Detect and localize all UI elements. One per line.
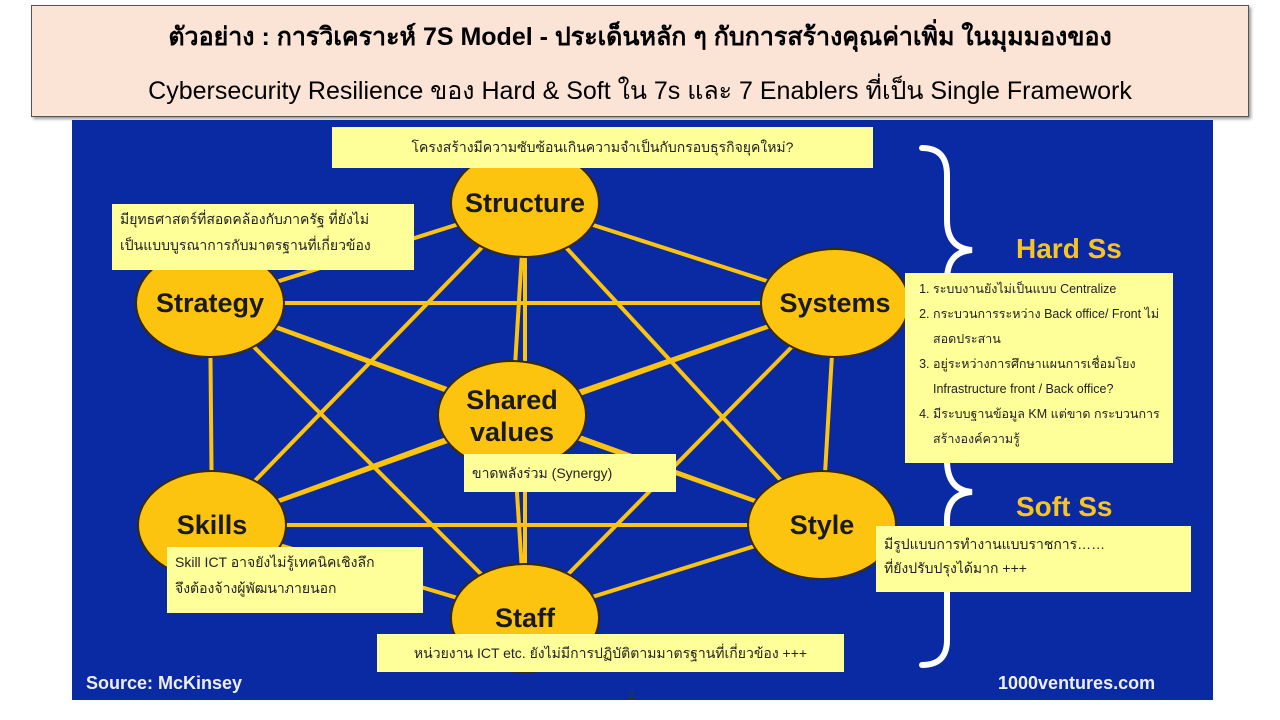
note-skills-line: จึงต้องจ้างผู้พัฒนาภายนอก	[175, 580, 337, 596]
title-line-2: Cybersecurity Resilience ของ Hard & Soft…	[148, 77, 1132, 105]
note-strategy-line: มียุทธศาสตร์ที่สอดคล้องกับภาครัฐ ที่ยังไ…	[120, 211, 370, 227]
diagram-canvas	[135, 145, 973, 673]
source-label: Source: McKinsey	[86, 673, 243, 693]
node-structure-label: Structure	[464, 188, 586, 218]
node-shared-values-label: Shared values	[466, 385, 558, 447]
note-systems-item: กระบวนการระหว่าง Back office/ Front ไม่ส…	[933, 302, 1165, 352]
note-skills: Skill ICT อาจยังไม่รู้เทคนิคเชิงลึก จึงต…	[167, 547, 423, 613]
node-staff-label: Staff	[495, 603, 555, 633]
note-staff: หน่วยงาน ICT etc. ยังไม่มีการปฏิบัติตามม…	[377, 634, 844, 672]
link-structure-style	[523, 201, 824, 527]
soft-ss-label: Soft Ss	[1016, 491, 1113, 522]
credit-label: 1000ventures.com	[998, 673, 1156, 693]
note-strategy: มียุทธศาสตร์ที่สอดคล้องกับภาครัฐ ที่ยังไ…	[112, 204, 414, 270]
node-style	[747, 470, 897, 580]
node-systems-label: Systems	[779, 288, 891, 318]
slide-title: ตัวอย่าง : การวิเคราะห์ 7S Model - ประเด…	[31, 5, 1249, 117]
link-strategy-staff	[208, 301, 527, 620]
note-systems-item: มีระบบฐานข้อมูล KM แต่ขาด กระบวนการสร้าง…	[933, 402, 1165, 452]
note-skills-line: Skill ICT อาจยังไม่รู้เทคนิคเชิงลึก	[175, 554, 375, 570]
hard-ss-label: Hard Ss	[1016, 233, 1122, 264]
link-systems-staff	[523, 301, 837, 620]
note-style-line: มีรูปแบบการทำงานแบบราชการ……	[884, 536, 1106, 552]
link-structure-skills	[210, 201, 527, 527]
title-line-1: ตัวอย่าง : การวิเคราะห์ 7S Model - ประเด…	[168, 23, 1112, 51]
node-strategy-label: Strategy	[155, 288, 265, 318]
note-systems: ระบบงานยังไม่เป็นแบบ Centralize กระบวนกา…	[905, 273, 1173, 463]
7s-model-diagram: Structure Strategy Systems Shared values…	[72, 120, 1213, 700]
note-systems-item: อยู่ระหว่างการศึกษาแผนการเชื่อมโยง Infra…	[933, 352, 1165, 402]
note-shared-values: ขาดพลังร่วม (Synergy)	[464, 454, 676, 492]
note-strategy-line: เป็นแบบบูรณาการกับมาตรฐานที่เกี่ยวข้อง	[120, 237, 371, 253]
note-style-line: ที่ยังปรับปรุงได้มาก +++	[884, 560, 1027, 576]
note-style: มีรูปแบบการทำงานแบบราชการ…… ที่ยังปรับปร…	[876, 526, 1191, 592]
node-style-label: Style	[789, 510, 855, 540]
note-structure: โครงสร้างมีความซับซ้อนเกินความจำเป็นกับก…	[332, 127, 873, 168]
note-systems-item: ระบบงานยังไม่เป็นแบบ Centralize	[933, 277, 1165, 302]
node-skills-label: Skills	[176, 510, 248, 540]
page-number: 2	[628, 690, 635, 702]
